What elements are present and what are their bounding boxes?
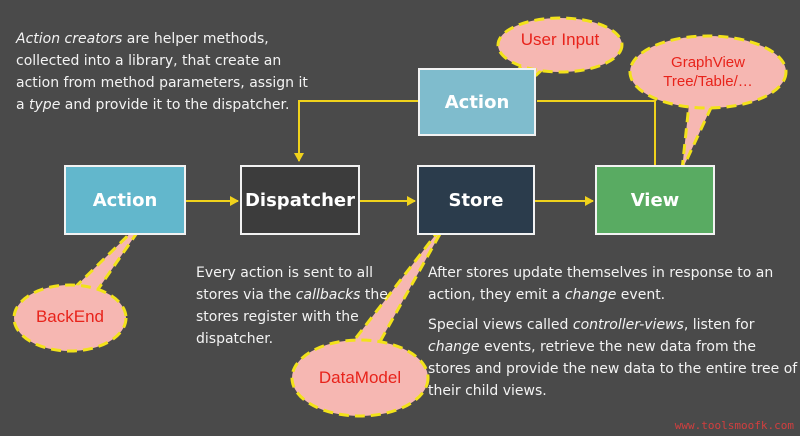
caption-emphasis: type bbox=[29, 97, 61, 113]
store-label: Store bbox=[448, 189, 504, 211]
caption-text: and provide it to the dispatcher. bbox=[60, 97, 290, 113]
callout-datamodel bbox=[290, 215, 452, 418]
action-box-left: Action bbox=[64, 165, 186, 235]
view-box: View bbox=[595, 165, 715, 235]
caption-text: events, retrieve the new data from the s… bbox=[428, 339, 798, 399]
user-input-callout-label: User Input bbox=[520, 30, 600, 49]
caption-text: Every action is sent to all stores via t… bbox=[196, 265, 373, 303]
store-box: Store bbox=[417, 165, 535, 235]
dispatcher-box: Dispatcher bbox=[240, 165, 360, 235]
graphview-line2: Tree/Table/… bbox=[663, 73, 753, 90]
view-label: View bbox=[630, 189, 680, 211]
callout-graphview bbox=[628, 34, 788, 171]
action-top-label: Action bbox=[444, 91, 510, 113]
caption-emphasis: change bbox=[428, 339, 480, 355]
caption-text: event. bbox=[616, 287, 666, 303]
datamodel-callout-label: DataModel bbox=[318, 368, 402, 387]
caption-emphasis: Action creators bbox=[16, 31, 123, 47]
action-creators-caption: Action creators are helper methods, coll… bbox=[16, 28, 316, 116]
line-view-to-action-top bbox=[537, 100, 656, 165]
dispatcher-caption: Every action is sent to all stores via t… bbox=[196, 262, 406, 350]
caption-text: are helper methods, collected into a lib… bbox=[16, 31, 308, 113]
store-caption: After stores update themselves in respon… bbox=[428, 262, 800, 402]
action-left-label: Action bbox=[92, 189, 158, 211]
caption-emphasis: change bbox=[564, 287, 617, 303]
graphview-line1: GraphView bbox=[671, 54, 745, 71]
caption-emphasis: callbacks bbox=[295, 287, 361, 303]
graphview-callout-label: GraphView Tree/Table/… bbox=[633, 53, 783, 91]
callout-backend bbox=[12, 212, 152, 353]
caption-text: , listen for bbox=[683, 317, 755, 333]
arrow-action-top-to-dispatcher bbox=[294, 100, 418, 162]
caption-emphasis: controller-views bbox=[572, 317, 684, 333]
dispatcher-label: Dispatcher bbox=[244, 189, 356, 211]
watermark: www.toolsmoofk.com bbox=[674, 419, 794, 432]
caption-text: Special views called bbox=[428, 317, 573, 333]
backend-callout-label: BackEnd bbox=[35, 307, 105, 326]
action-box-top: Action bbox=[418, 68, 536, 136]
caption-text: the stores register with the dispatcher. bbox=[196, 287, 388, 347]
caption-text: After stores update themselves in respon… bbox=[428, 265, 774, 303]
